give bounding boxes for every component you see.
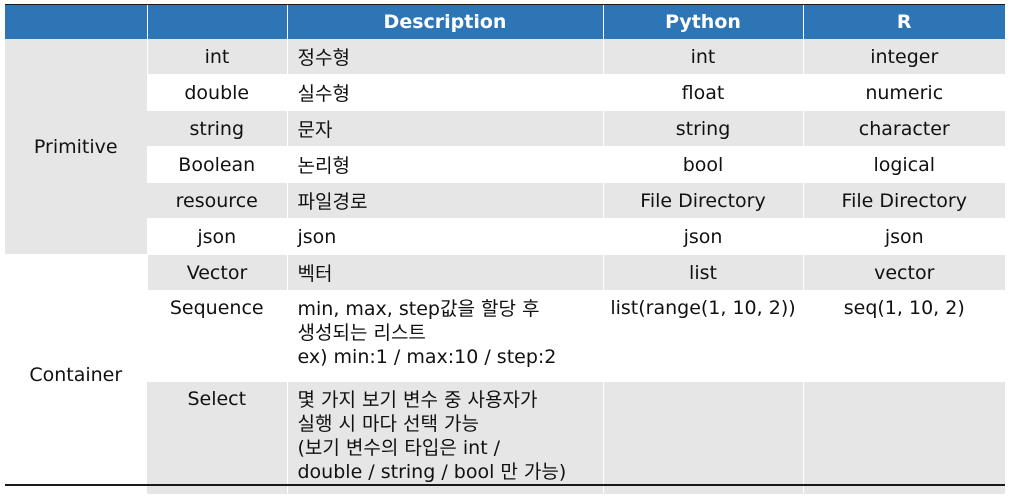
description-line: (보기 변수의 타입은 int / [297, 437, 501, 459]
r-cell: json [802, 218, 1005, 255]
description-cell: 문자 [286, 110, 603, 147]
python-cell: int [602, 39, 803, 75]
description-cell: 실수형 [286, 74, 603, 111]
description-cell: min, max, step값을 할당 후 생성되는 리스트 ex) min:1… [286, 290, 603, 382]
header-r: R [802, 5, 1005, 39]
python-cell: list(range(1, 10, 2)) [602, 290, 803, 382]
table-row: Container Vector 벡터 list vector [5, 254, 1005, 495]
python-cell: File Directory [602, 182, 803, 219]
description-cell: json [286, 218, 603, 255]
table-row: Boolean 논리형 bool logical [5, 146, 1005, 183]
group-label-container: Container [5, 254, 147, 495]
table-row: Primitive int 정수형 int integer [5, 39, 1005, 255]
description-cell: 정수형 [286, 39, 603, 75]
header-category [5, 5, 147, 39]
description-line: 몇 가지 보기 변수 중 사용자가 [297, 389, 538, 411]
description-line: ex) min:1 / max:10 / step:2 [297, 346, 557, 368]
description-line: 생성되는 리스트 [297, 322, 426, 344]
r-cell: logical [802, 146, 1005, 183]
type-cell: Select [147, 381, 287, 495]
table-row: json json json json [5, 218, 1005, 255]
r-cell: numeric [802, 74, 1005, 111]
table-row: string 문자 string character [5, 110, 1005, 147]
table-row: double 실수형 float numeric [5, 74, 1005, 111]
r-cell: File Directory [802, 182, 1005, 219]
header-description: Description [286, 5, 603, 39]
python-cell: float [602, 74, 803, 111]
table-row: resource 파일경로 File Directory File Direct… [5, 182, 1005, 219]
description-cell: 논리형 [286, 146, 603, 183]
python-cell [602, 381, 803, 495]
header-python: Python [602, 5, 803, 39]
type-cell: json [147, 218, 287, 255]
description-cell: 파일경로 [286, 182, 603, 219]
group-label-primitive: Primitive [5, 39, 147, 255]
r-cell: vector [802, 254, 1005, 291]
r-cell: character [802, 110, 1005, 147]
r-cell: integer [802, 39, 1005, 75]
type-cell: Vector [146, 254, 287, 291]
type-cell: Sequence [147, 290, 287, 382]
type-cell: double [147, 74, 287, 111]
table-row: Sequence min, max, step값을 할당 후 생성되는 리스트 … [5, 290, 1005, 382]
table-bottom-rule [5, 484, 1005, 486]
python-cell: string [602, 110, 803, 147]
description-line: double / string / bool 만 가능) [297, 461, 567, 483]
type-cell: int [146, 39, 287, 75]
type-cell: resource [147, 182, 287, 219]
description-cell: 벡터 [286, 254, 603, 291]
r-cell [802, 381, 1005, 495]
table-header-row: Description Python R [5, 5, 1005, 39]
type-cell: Boolean [147, 146, 287, 183]
r-cell: seq(1, 10, 2) [802, 290, 1005, 382]
description-line: min, max, step값을 할당 후 [297, 298, 540, 320]
type-cell: string [147, 110, 287, 147]
header-type [146, 5, 287, 39]
python-cell: bool [602, 146, 803, 183]
description-cell: 몇 가지 보기 변수 중 사용자가 실행 시 마다 선택 가능 (보기 변수의 … [286, 381, 603, 495]
python-cell: list [602, 254, 803, 291]
python-cell: json [602, 218, 803, 255]
description-line: 실행 시 마다 선택 가능 [297, 413, 479, 435]
data-type-table: Description Python R Primitive int 정수형 i… [5, 5, 1005, 495]
table-row: Select 몇 가지 보기 변수 중 사용자가 실행 시 마다 선택 가능 (… [5, 381, 1005, 495]
